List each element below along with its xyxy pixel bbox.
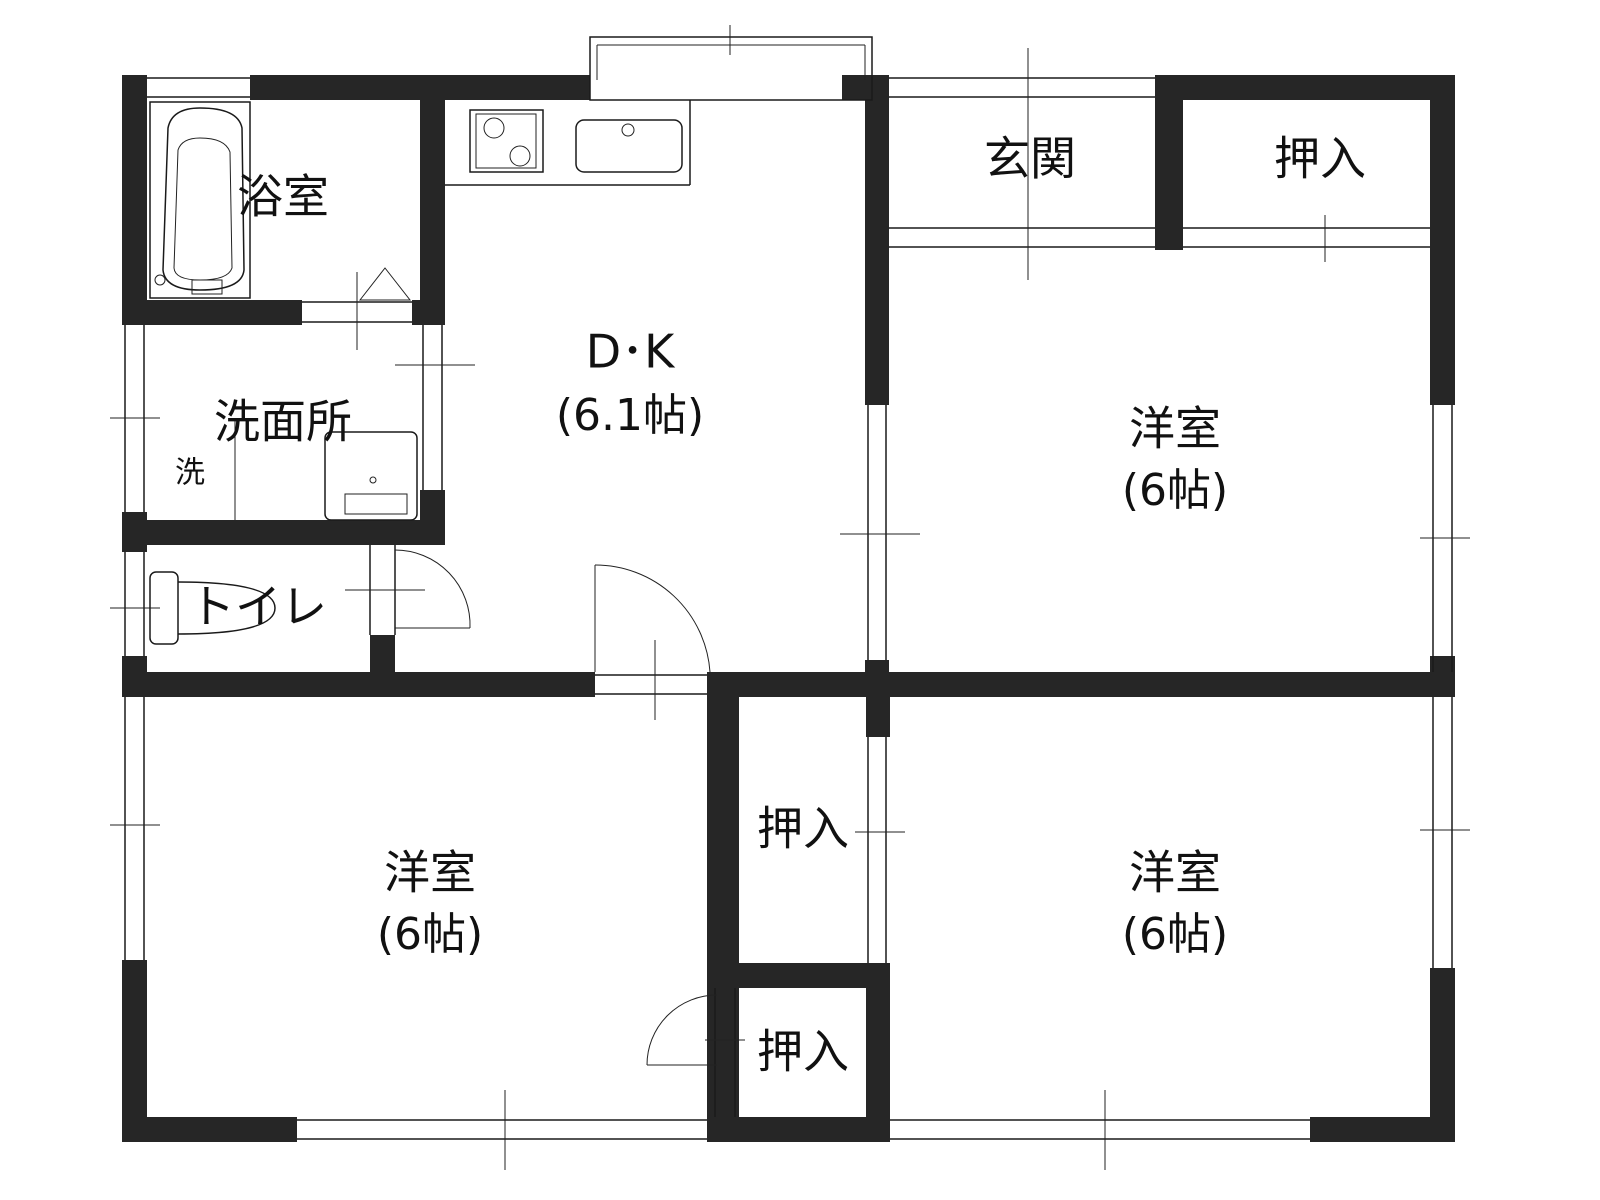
toilet-fixture — [149, 571, 276, 645]
western-upper-right-label: 洋室 — [1129, 402, 1221, 456]
stove — [469, 109, 544, 173]
closet-middle-label: 押入 — [757, 802, 849, 856]
western-upper-right-size: (6帖) — [1122, 465, 1228, 516]
dk-label: D･K — [586, 325, 676, 379]
room-labels: 浴室 洗面所 洗 トイレ D･K (6.1帖) 玄関 押入 洋室 (6帖) 洋室… — [175, 132, 1366, 1079]
entrance-label: 玄関 — [984, 132, 1076, 186]
western-lower-left-size: (6帖) — [377, 909, 483, 960]
bathtub — [149, 101, 251, 299]
washer-label: 洗 — [175, 456, 205, 491]
western-lower-right-label: 洋室 — [1129, 846, 1221, 900]
door-swings — [110, 48, 1470, 1170]
dk-size: (6.1帖) — [556, 390, 704, 441]
closet-small-label: 押入 — [757, 1025, 849, 1079]
windows — [124, 25, 1453, 1140]
kitchen-sink — [575, 119, 683, 173]
fixtures — [149, 100, 691, 645]
toilet-label: トイレ — [189, 580, 327, 634]
wash-basin — [324, 431, 418, 521]
bath-label: 浴室 — [237, 170, 329, 224]
closet-top-right-label: 押入 — [1274, 132, 1366, 186]
washroom-label: 洗面所 — [214, 395, 352, 449]
western-lower-left-label: 洋室 — [384, 846, 476, 900]
western-lower-right-size: (6帖) — [1122, 909, 1228, 960]
walls — [122, 75, 1455, 1142]
